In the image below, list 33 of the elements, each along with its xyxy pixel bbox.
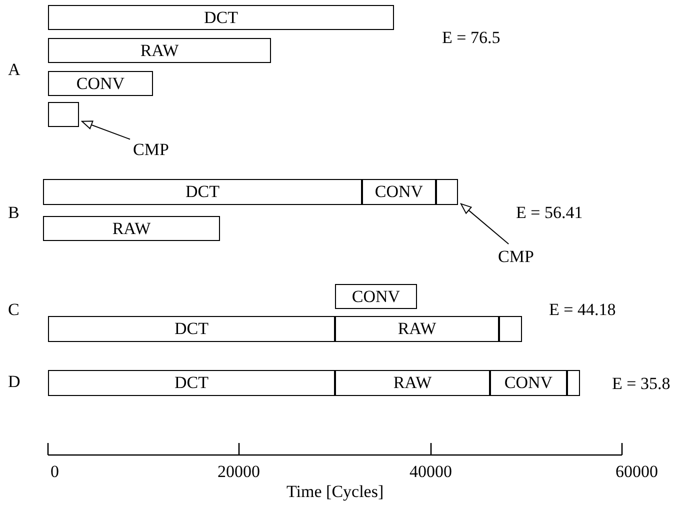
task-bar: DCT xyxy=(48,5,394,30)
task-bar: CONV xyxy=(48,71,153,96)
energy-value: E = 35.8 xyxy=(612,374,670,394)
empty-task-bar xyxy=(48,102,79,127)
empty-task-bar xyxy=(436,179,458,205)
task-bar: RAW xyxy=(48,38,271,63)
task-bar: DCT xyxy=(48,370,335,396)
tick-label: 60000 xyxy=(616,462,658,482)
callout-label: CMP xyxy=(133,140,185,160)
energy-value: E = 44.18 xyxy=(549,300,616,320)
energy-value: E = 76.5 xyxy=(442,28,500,48)
task-bar: RAW xyxy=(335,370,490,396)
task-bar: RAW xyxy=(43,216,220,241)
row-label: D xyxy=(8,372,20,392)
tick-label: 40000 xyxy=(410,462,452,482)
axis-title: Time [Cycles] xyxy=(286,482,384,502)
task-bar: CONV xyxy=(335,284,417,309)
task-bar: DCT xyxy=(48,316,335,342)
row-label: A xyxy=(8,60,20,80)
task-bar: RAW xyxy=(335,316,499,342)
energy-value: E = 56.41 xyxy=(516,203,583,223)
empty-task-bar xyxy=(499,316,522,342)
row-label: B xyxy=(8,203,20,223)
arrow xyxy=(460,203,510,244)
tick-label: 20000 xyxy=(218,462,260,482)
tick-label: 0 xyxy=(50,462,59,482)
task-bar: CONV xyxy=(362,179,436,205)
task-bar: DCT xyxy=(43,179,362,205)
arrow xyxy=(82,120,130,140)
empty-task-bar xyxy=(567,370,580,396)
callout-label: CMP xyxy=(498,247,550,267)
task-bar: CONV xyxy=(490,370,567,396)
row-label: C xyxy=(8,300,20,320)
